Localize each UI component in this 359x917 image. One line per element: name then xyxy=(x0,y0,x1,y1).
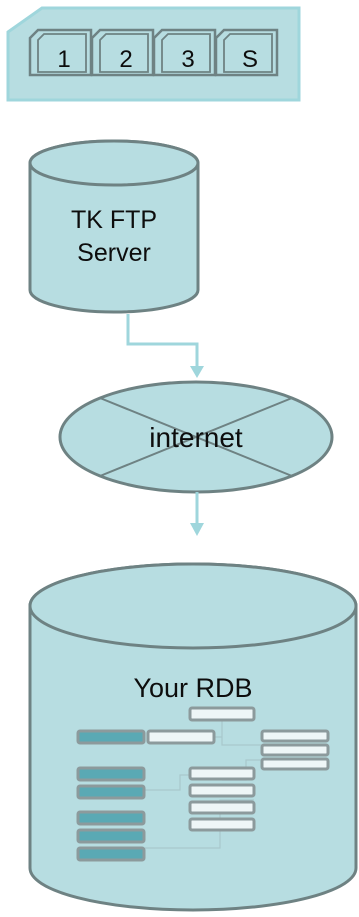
schema-table-left-lower xyxy=(76,810,146,862)
tab-2[interactable]: 2 xyxy=(90,28,155,77)
connector-server-internet xyxy=(126,314,204,378)
ftp-server-label-line2: Server xyxy=(77,239,151,267)
schema-table-left-upper xyxy=(76,729,216,745)
connector-internet-rdb xyxy=(190,492,204,536)
schema-table-right xyxy=(260,729,330,771)
tab-3[interactable]: 3 xyxy=(152,28,217,77)
rdb-label: Your RDB xyxy=(133,673,252,703)
internet-node: internet xyxy=(58,380,334,494)
internet-label: internet xyxy=(149,422,243,453)
tab-panel: 1 2 3 S xyxy=(6,6,301,102)
schema-table-top-center xyxy=(188,706,256,722)
tab-1[interactable]: 1 xyxy=(28,28,93,77)
schema-diagram xyxy=(76,706,330,862)
schema-table-left-middle xyxy=(76,766,146,800)
tab-s[interactable]: S xyxy=(214,28,279,77)
tab-2-label: 2 xyxy=(119,46,132,73)
ftp-server-label-line1: TK FTP xyxy=(71,206,157,234)
tab-1-label: 1 xyxy=(57,46,70,73)
tab-3-label: 3 xyxy=(181,46,194,73)
ftp-server-cylinder: TK FTP Server xyxy=(28,139,200,314)
rdb-cylinder: Your RDB xyxy=(28,562,358,912)
tab-s-label: S xyxy=(242,46,258,73)
schema-table-center xyxy=(188,766,256,832)
